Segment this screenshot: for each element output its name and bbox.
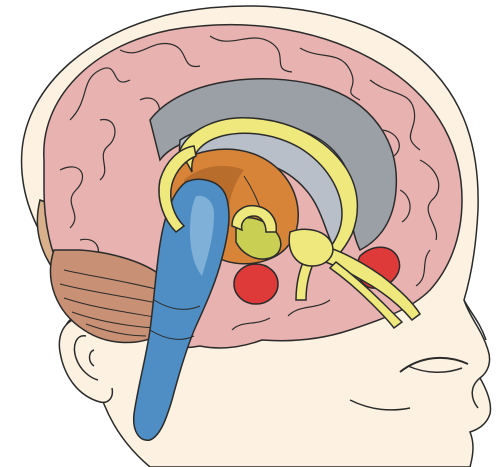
ear-inner-2 <box>88 349 95 367</box>
brainstem-light <box>190 195 214 276</box>
fornix-left-arch <box>158 145 197 233</box>
brow <box>463 299 487 341</box>
mammillary-body <box>288 228 334 267</box>
cortex-folds <box>59 35 440 331</box>
stria-terminalis <box>231 204 278 233</box>
cheek-line <box>349 399 411 411</box>
ear-inner <box>73 335 99 381</box>
ear <box>58 317 114 404</box>
cerebellum-folia <box>59 269 163 337</box>
fornix-tail <box>328 261 404 330</box>
nose-bridge <box>471 377 481 409</box>
amygdala <box>233 263 279 305</box>
eye-lid <box>407 365 463 373</box>
eye <box>399 356 469 373</box>
brainstem-lines <box>149 299 201 340</box>
